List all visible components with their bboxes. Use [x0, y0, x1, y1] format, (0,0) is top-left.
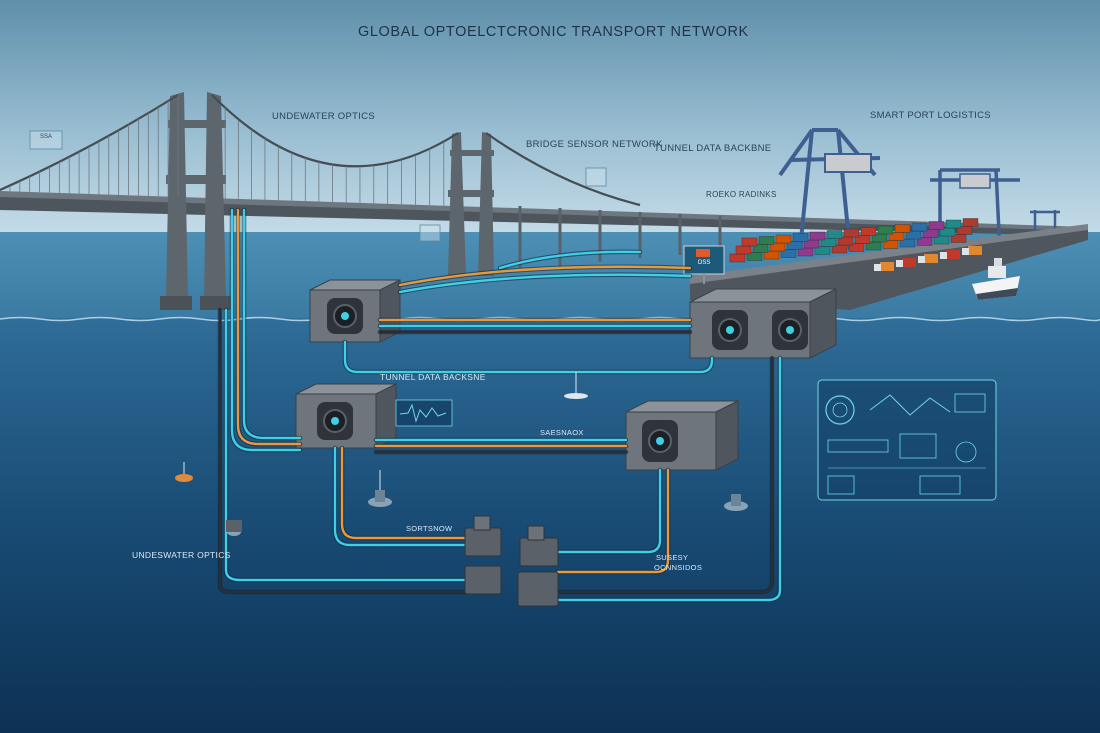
container-stack — [729, 218, 982, 271]
buoy-icon — [175, 372, 748, 536]
label-subsea-right-2: OCNNSIDOS — [654, 563, 703, 572]
label-tunnel-data-backbone-top: TUNNEL DATA BACKBNE — [654, 143, 772, 154]
port-crane-icon — [778, 128, 881, 251]
gauge-sign-text: SSA — [39, 134, 52, 140]
dashboard-hud-icon — [817, 379, 997, 501]
road-sign-text: OSS — [697, 260, 711, 266]
suspension-bridge — [0, 92, 1088, 310]
label-subsea-mid: SAESNAOX — [540, 428, 584, 437]
waveform-panel — [395, 399, 453, 427]
label-bridge-sensor-network: BRIDGE SENSOR NETWORK — [526, 139, 663, 150]
label-underwater-optics-bottom: UNDESWATER OPTICS — [132, 550, 231, 560]
label-roadside: ROEKO RADINKS — [706, 190, 777, 199]
label-tunnel-data-backbone-mid: TUNNEL DATA BACKSNE — [380, 372, 486, 382]
port-crane-icon — [930, 168, 1020, 255]
label-underwater-optics-top: UNDEWATER OPTICS — [272, 111, 375, 122]
bridge-tower-icon — [160, 92, 232, 310]
label-subsea-left: SORTSNOW — [406, 524, 453, 533]
page-title: GLOBAL OPTOELCTCRONIC TRANSPORT NETWORK — [358, 24, 749, 40]
sensor-node-icon — [464, 515, 559, 607]
label-smart-port-logistics: SMART PORT LOGISTICS — [870, 110, 991, 121]
label-subsea-right-1: SUSESY — [656, 553, 689, 562]
bridge-tower-icon — [448, 132, 494, 276]
sensor-node-icon — [29, 130, 607, 242]
ship-icon — [972, 258, 1020, 300]
tunnel-boxes — [295, 279, 837, 471]
fiber-cables — [217, 207, 783, 603]
